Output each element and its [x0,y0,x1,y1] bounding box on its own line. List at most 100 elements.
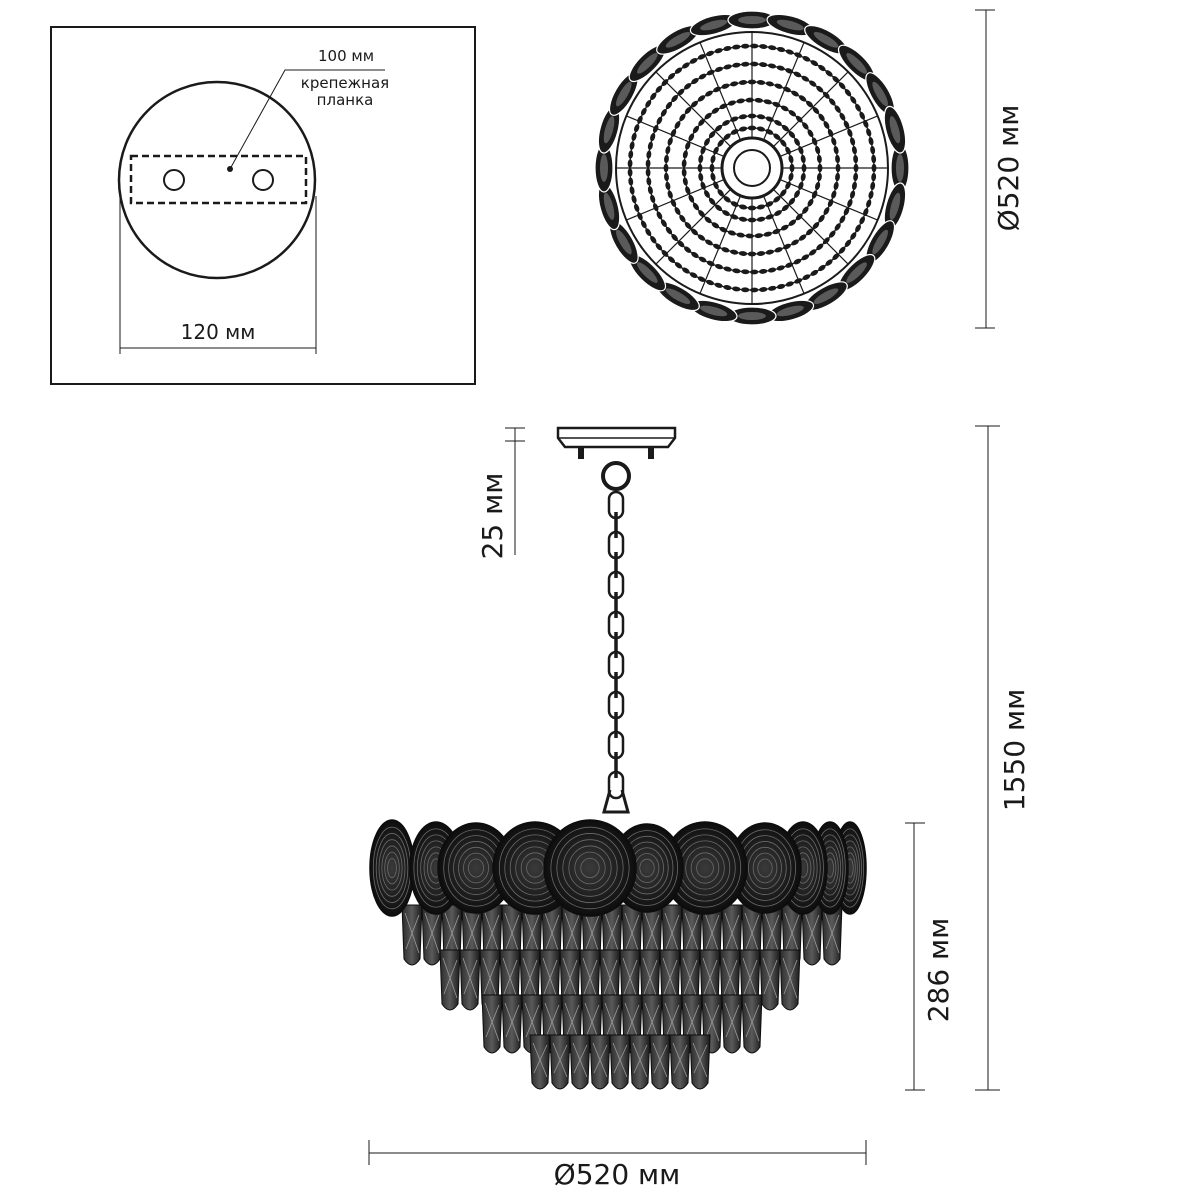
top-view-bead [698,154,704,164]
top-view-bead [741,287,750,293]
top-view-spoke [699,42,742,141]
top-view-bead [838,82,846,90]
glass-disc-groove [381,845,403,891]
top-view-bead [855,103,861,112]
glass-leaf-facet [632,1042,648,1078]
glass-leaf-facet [484,912,500,954]
glass-disc-groove [387,858,397,879]
top-view-bead [868,137,874,146]
glass-disc-groove [556,833,624,903]
top-view-spoke [626,178,725,221]
canopy-stud-right [648,447,654,459]
top-view-bead [698,172,704,182]
glass-leaf-facet [744,1002,760,1042]
glass-leaf-facet [442,957,458,999]
top-view-bead [768,285,777,291]
top-view-bead [800,154,806,164]
top-view-bead [640,107,647,116]
top-view-petal-highlight [738,312,766,320]
top-view-bead [776,283,786,290]
top-view-diameter-label: Ø520 мм [992,105,1025,232]
top-view-petal-highlight [637,53,658,74]
top-view-bead [628,177,634,186]
glass-leaf-facet [662,957,678,999]
top-view-bead [738,204,748,210]
top-view-bead [768,45,777,51]
top-view-bead [671,95,678,103]
top-view-bead [832,253,840,260]
top-view-bead [674,67,683,74]
top-view-bead [835,172,840,182]
top-view-bead [807,198,814,207]
top-view-bead [685,186,691,195]
top-view-bead [732,268,741,274]
suspension-chain [607,490,625,800]
top-view-bead [722,210,730,216]
top-view-bead [677,240,685,248]
top-view-bead [816,154,822,164]
top-view-bead [788,131,796,139]
top-view-bead [833,145,839,155]
top-view-bead [714,263,724,270]
top-view-bead [729,249,739,255]
top-view-bead [756,126,766,132]
top-view-bead [806,100,814,108]
top-view-bead [802,206,809,214]
top-view-spoke [762,42,805,141]
top-view-bead [655,85,663,93]
top-view-bead [655,243,663,251]
top-view-bead [818,264,826,272]
top-view-bead [849,137,856,146]
glass-disc-groove [562,839,618,897]
glass-disc-groove [685,846,725,890]
top-view-bead [698,256,707,263]
top-view-bead [812,106,820,114]
glass-leaf-facet [624,912,640,954]
top-view-bead [788,197,796,205]
top-view-bead [765,81,775,87]
chain-bottom-hook [602,789,630,814]
top-view-bead [682,267,690,274]
top-view-bead [647,141,653,150]
top-view-bead [795,115,803,123]
glass-leaf-facet [444,912,460,954]
top-view-bead [665,101,673,110]
top-view-spoke [762,195,805,294]
top-view-bead [684,246,692,253]
plate-diameter-label: 120 мм [181,320,256,344]
top-view-bead [831,137,837,146]
top-view-bead [871,172,877,182]
glass-leaf-facet [462,957,478,999]
top-view-bead [714,48,723,54]
glass-leaf-facet [522,957,538,999]
top-view-bead [870,181,876,191]
top-view-spoke [699,195,742,294]
glass-leaf-facet [724,1002,740,1042]
top-view-bead [823,121,830,129]
glass-leaf-facet [684,912,700,954]
glass-leaf-facet [532,1042,548,1078]
top-view-petal-highlight [665,288,691,304]
top-view-bead [801,75,810,82]
top-view-bead [741,43,750,49]
glass-leaf-facet [744,912,760,954]
top-view-bead [671,233,678,241]
top-view-bead [785,281,794,287]
top-view-petal-highlight [600,154,608,182]
top-view-bead [788,154,794,164]
top-view-bead [723,133,731,140]
top-view-bead [815,181,821,191]
top-view-petal-highlight [776,19,804,31]
top-view-bead [674,121,681,129]
top-view-bead [631,195,637,204]
top-view-bead [717,189,724,197]
top-view-bead [741,61,750,67]
top-view-bead [843,207,850,216]
glass-leaf-facet [572,1042,588,1078]
top-view-bead [650,194,656,203]
top-view-bead [756,80,766,85]
top-view-bead [759,287,768,292]
glass-leaf-facet [704,912,720,954]
glass-leaf-facet [464,912,480,954]
